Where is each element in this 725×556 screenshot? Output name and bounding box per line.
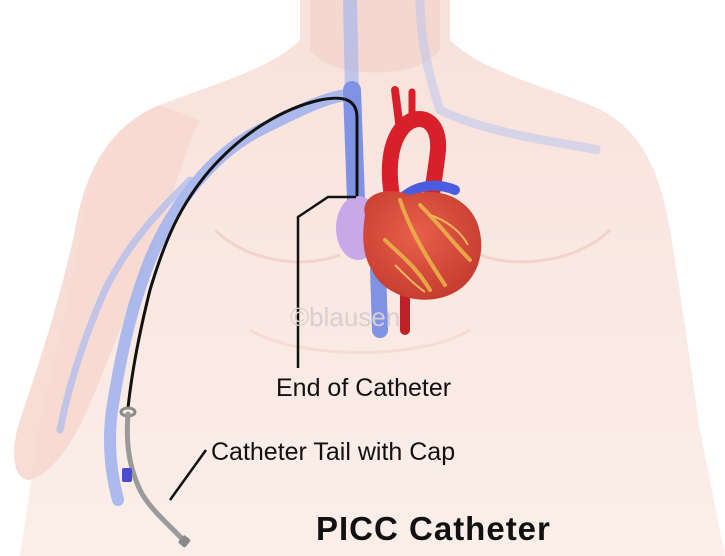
carotid-artery — [395, 90, 400, 130]
label-catheter-tail: Catheter Tail with Cap — [211, 438, 455, 467]
label-end-of-catheter: End of Catheter — [276, 374, 451, 403]
vein-neck — [350, 0, 352, 95]
watermark-text: ©blausen — [290, 302, 400, 333]
diagram-title: PICC Catheter — [316, 510, 551, 548]
catheter-tail-clamp — [122, 468, 132, 482]
